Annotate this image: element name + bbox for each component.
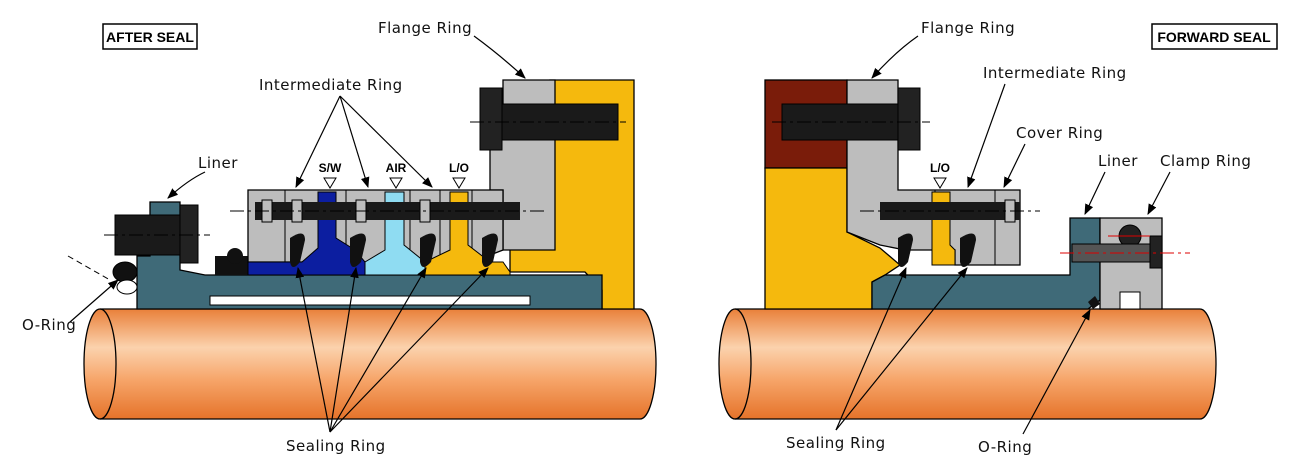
forward-seal: FORWARD SEAL xyxy=(718,19,1278,456)
after-liner-label: Liner xyxy=(198,154,238,172)
after-liner-groove xyxy=(209,295,531,306)
forward-shaft xyxy=(718,308,1217,420)
forward-liner-label: Liner xyxy=(1098,152,1138,170)
port-sw-label: S/W xyxy=(319,161,342,175)
after-oil-channel xyxy=(424,191,511,276)
port-air-label: AIR xyxy=(386,161,407,175)
forward-o-ring-label: O-Ring xyxy=(978,438,1032,456)
forward-seal-title-box xyxy=(1151,23,1278,50)
forward-sealing-ring-label: Sealing Ring xyxy=(786,434,886,452)
after-seal-title: AFTER SEAL xyxy=(106,29,194,45)
after-o-ring-label: O-Ring xyxy=(22,316,76,334)
forward-ring-bolt xyxy=(880,202,1020,220)
after-seal-title-box xyxy=(102,23,198,50)
after-flange-bolt-head xyxy=(479,87,503,151)
forward-clamp-ring xyxy=(1099,217,1163,310)
cover-ring-label: Cover Ring xyxy=(1016,124,1103,142)
forward-port-lo-label: L/O xyxy=(930,161,950,175)
after-seal: AFTER SEAL xyxy=(22,19,657,455)
forward-intermediate-ring-label: Intermediate Ring xyxy=(983,64,1127,82)
after-o-ring xyxy=(112,261,138,283)
forward-sealing-ring-2 xyxy=(960,233,976,267)
after-sealing-ring-label: Sealing Ring xyxy=(286,437,386,455)
after-port-lo-label: L/O xyxy=(449,161,469,175)
forward-flange-ring-label: Flange Ring xyxy=(921,19,1015,37)
forward-o-ring xyxy=(1088,296,1100,309)
after-flange-ring-label: Flange Ring xyxy=(378,19,472,37)
clamp-ring-label: Clamp Ring xyxy=(1160,152,1251,170)
after-sealing-ring-3 xyxy=(420,233,436,267)
after-sealing-ring-2 xyxy=(350,233,366,267)
after-sealing-ring-4 xyxy=(482,233,498,267)
forward-sealing-ring-1 xyxy=(898,233,913,267)
after-intermediate-ring-label: Intermediate Ring xyxy=(259,76,403,94)
forward-seal-title: FORWARD SEAL xyxy=(1157,29,1271,45)
after-sealing-ring-1 xyxy=(290,233,305,267)
